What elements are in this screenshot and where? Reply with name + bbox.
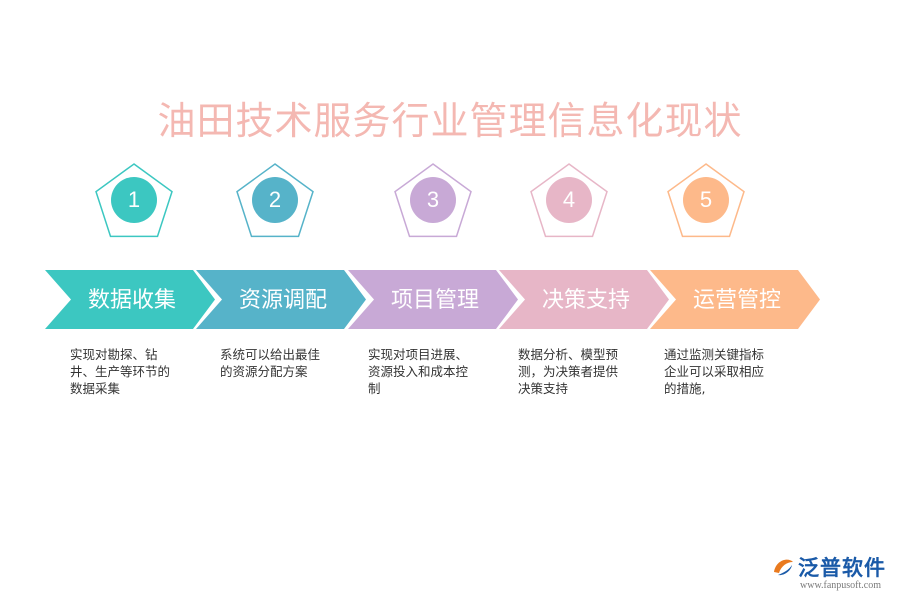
step-1-number: 1 [111, 177, 157, 223]
step-1-description: 实现对勘探、钻井、生产等环节的数据采集 [70, 347, 171, 396]
step-5-chevron [650, 270, 820, 329]
step-2-description: 系统可以给出最佳的资源分配方案 [220, 347, 321, 379]
step-4-label: 决策支持 [541, 288, 630, 313]
step-2-pentagon-icon [236, 163, 314, 238]
step-1-pentagon-icon [95, 163, 173, 238]
step-2-label: 资源调配 [238, 288, 327, 313]
step-3-number: 3 [410, 177, 456, 223]
step-5-number: 5 [683, 177, 729, 223]
step-4-pentagon-icon [530, 163, 608, 238]
page-title: 油田技术服务行业管理信息化现状 [157, 99, 743, 143]
logo-name: 泛普软件 [798, 556, 886, 580]
logo-url: www.fanpusoft.com [800, 580, 882, 591]
step-3-chevron [348, 270, 518, 329]
step-3-description: 实现对项目进展、资源投入和成本控制 [368, 347, 469, 396]
logo-icon [774, 559, 793, 576]
step-4-number: 4 [546, 177, 592, 223]
step-1-chevron [45, 270, 215, 329]
step-2-chevron [196, 270, 366, 329]
step-5-pentagon-icon [667, 163, 745, 238]
step-5-description: 通过监测关键指标企业可以采取相应的措施, [664, 347, 765, 396]
step-4-description: 数据分析、模型预测，为决策者提供决策支持 [518, 347, 619, 396]
step-3-pentagon-icon [394, 163, 472, 238]
step-4-chevron [499, 270, 669, 329]
step-1-label: 数据收集 [87, 288, 176, 313]
step-5-label: 运营管控 [692, 288, 781, 313]
step-3-label: 项目管理 [390, 288, 479, 313]
step-2-number: 2 [252, 177, 298, 223]
brand-logo: 泛普软件 www.fanpusoft.com [770, 552, 894, 596]
